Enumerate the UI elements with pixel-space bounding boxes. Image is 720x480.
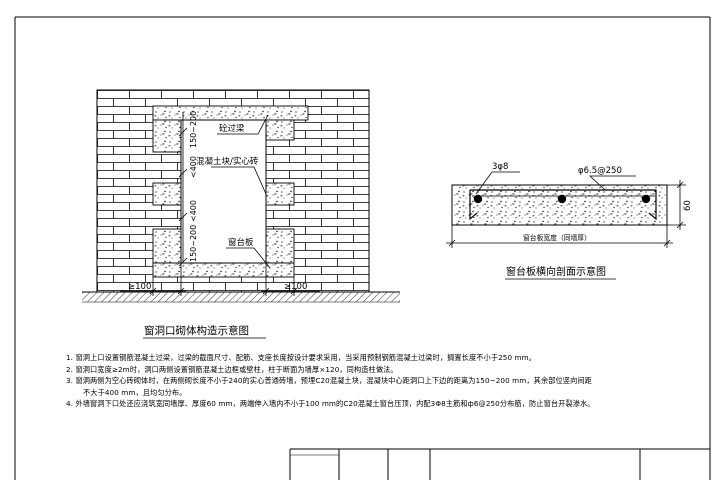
width-left-label: ≥100 (128, 282, 151, 292)
height-dimension (667, 180, 686, 230)
note-2: 2. 窗洞口宽度≥2m时，洞口两侧设置钢筋混凝土边框或壁柱，柱于断面为墙厚×12… (66, 364, 398, 374)
ground-line (82, 291, 400, 303)
window-opening (180, 119, 267, 264)
concrete-block-left-lower (152, 228, 182, 264)
vertical-dimension-chain (178, 112, 188, 267)
dim-bottom-label: 150~200 (189, 225, 198, 262)
dim-mid2-label: <400 (189, 200, 198, 222)
stirrup-label: φ6.5@250 (578, 166, 622, 176)
concrete-block-right-lower (265, 228, 295, 264)
note-3: 3. 窗洞两侧为空心砖砌体时，在两侧砌长度不小于240的实心普通砖墙，预埋C20… (66, 376, 592, 386)
main-bar-center (557, 194, 567, 204)
concrete-block-right-mid (265, 182, 295, 206)
note-4: 4. 外墙窗洞下口处还应浇筑宽同墙厚、厚度60 mm，两端伸入墙内不小于100 … (66, 399, 595, 409)
concrete-block-left-mid (152, 182, 182, 206)
width-text-label: 窗台板宽度（同墙厚） (523, 233, 591, 242)
note-1: 1. 窗洞上口设置钢筋混凝土过梁，过梁的截面尺寸、配筋、支座长度按设计要求采用，… (66, 353, 537, 362)
main-bar-left (473, 194, 483, 204)
dim-top-label: 150~200 (189, 111, 198, 148)
concrete-block-label: 混凝土块/实心砖 (196, 156, 259, 167)
right-diagram-caption: 窗台板横向剖面示意图 (506, 265, 606, 278)
lintel-beam (152, 105, 309, 121)
main-bar-label: 3φ8 (492, 162, 508, 172)
main-bar-right (641, 194, 651, 204)
wall-elevation (96, 89, 370, 293)
stirrup-line (469, 189, 657, 221)
height-label: 60 (683, 200, 693, 211)
bottom-width-dims (120, 263, 320, 296)
concrete-block-right-upper (265, 119, 295, 141)
construction-notes: 1. 窗洞上口设置钢筋混凝土过梁，过梁的截面尺寸、配筋、支座长度按设计要求采用，… (66, 352, 716, 410)
window-sill-plate (152, 262, 295, 278)
left-diagram-caption: 窗洞口砌体构造示意图 (144, 324, 249, 337)
dim-mid1-label: <400 (189, 156, 198, 178)
leader-lines (211, 114, 271, 269)
sill-plate-label: 窗台板 (228, 237, 254, 248)
lintel-label: 砼过梁 (219, 123, 245, 134)
note-3-continued: 不大于400 mm，且均匀分布。 (83, 387, 187, 397)
width-dimension (446, 225, 673, 248)
width-right-label: ≥100 (284, 282, 307, 292)
sheet-border (14, 16, 711, 480)
sill-section-body (451, 184, 668, 226)
sill-section (451, 184, 668, 226)
section-leaders (475, 171, 636, 195)
concrete-block-left-upper (152, 119, 182, 153)
title-block (289, 448, 710, 480)
